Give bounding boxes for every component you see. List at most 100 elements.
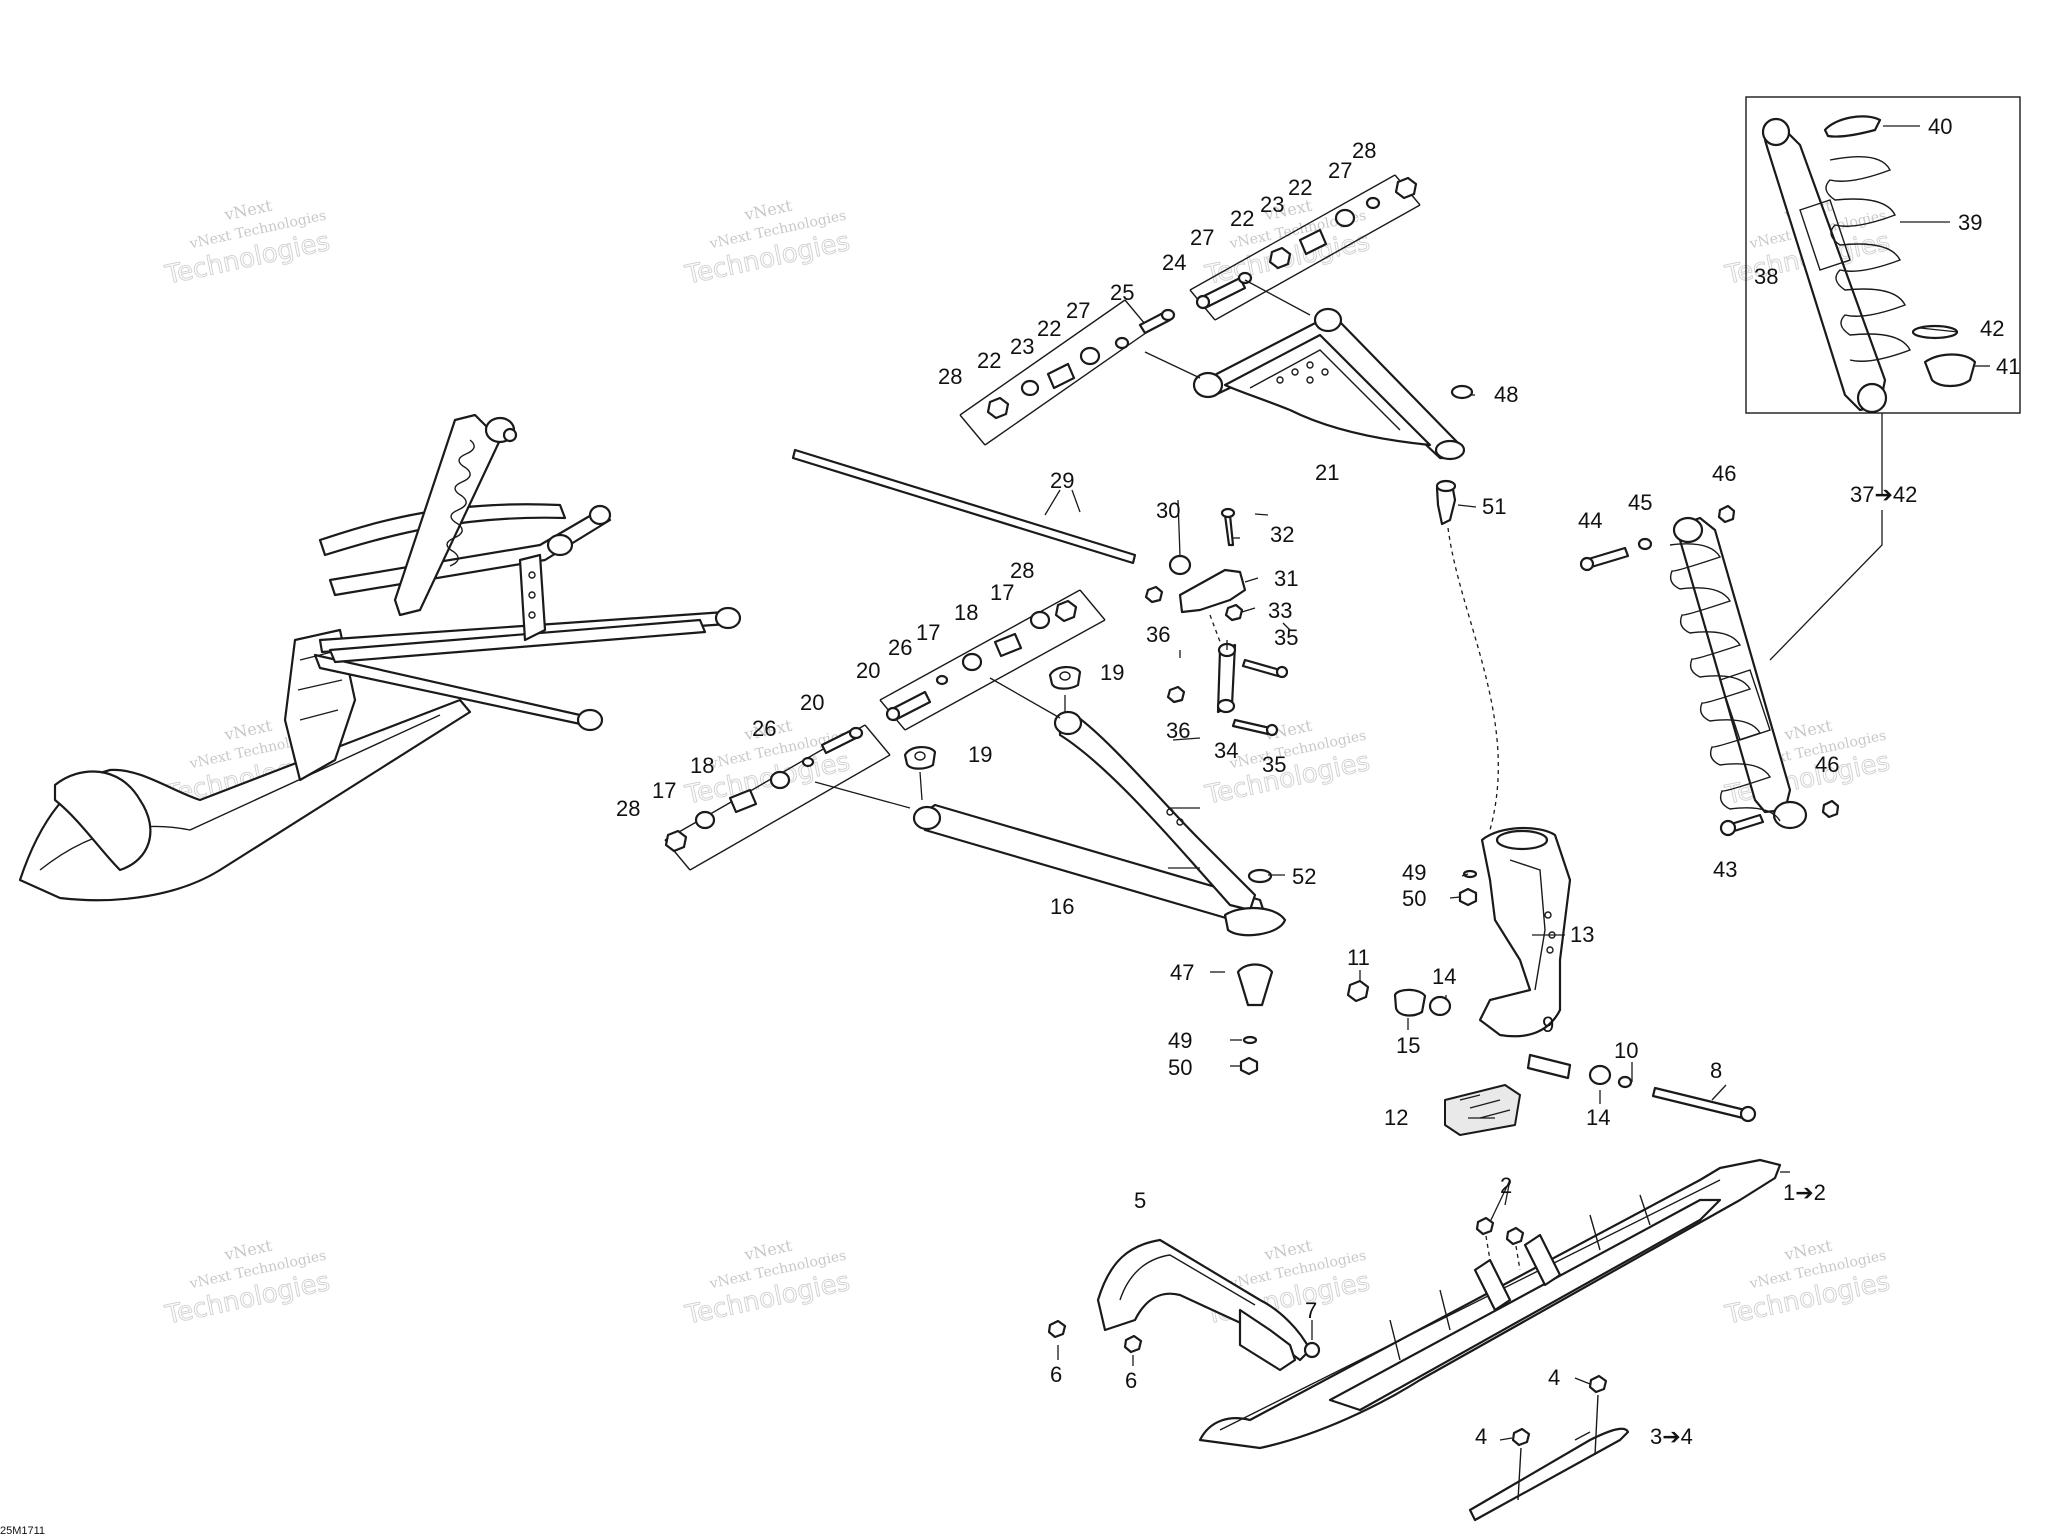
washer-27: [1365, 196, 1381, 210]
nut-36: [1166, 685, 1186, 704]
callout-19: 19: [1100, 660, 1124, 685]
callout-26: 26: [888, 635, 912, 660]
bolt-35: [1231, 718, 1279, 737]
link-34: [1216, 642, 1237, 714]
bolt-20: [885, 690, 932, 722]
callout-33: 33: [1268, 598, 1292, 623]
carbide-4: [1511, 1427, 1531, 1447]
bracket-31: [1178, 568, 1247, 614]
callout-23: 23: [1260, 192, 1284, 217]
callout-44: 44: [1578, 508, 1602, 533]
callout-19: 19: [968, 742, 992, 767]
callout-52: 52: [1292, 864, 1316, 889]
washer-26: [801, 756, 815, 768]
callout-36: 36: [1166, 718, 1190, 743]
callout-29: 29: [1050, 468, 1074, 493]
callout-5: 5: [1134, 1188, 1146, 1213]
washer-14: [1428, 995, 1452, 1017]
callout-27: 27: [1066, 298, 1090, 323]
callout-8: 8: [1710, 1058, 1722, 1083]
drawing-code: 25M1711: [0, 1525, 45, 1536]
callout-17: 17: [990, 580, 1014, 605]
callout-41: 41: [1996, 354, 2020, 379]
callout-28: 28: [1010, 558, 1034, 583]
callout-4: 4: [1475, 1424, 1487, 1449]
callout-21: 21: [1315, 460, 1339, 485]
bumper-19: [903, 746, 937, 770]
bushing-22: [1079, 346, 1101, 366]
nut-22: [1268, 246, 1292, 270]
callout-24: 24: [1162, 250, 1186, 275]
callout-22: 22: [977, 348, 1001, 373]
callout-17: 17: [652, 778, 676, 803]
callout-28: 28: [1352, 138, 1376, 163]
callout-22: 22: [1230, 206, 1254, 231]
callout-12: 12: [1384, 1105, 1408, 1130]
callout-25: 25: [1110, 280, 1134, 305]
bushing-15: [1393, 988, 1427, 1017]
callout-46: 46: [1712, 461, 1736, 486]
callout-27: 27: [1328, 158, 1352, 183]
callout-32: 32: [1270, 522, 1294, 547]
callout-20: 20: [800, 690, 824, 715]
callout-51: 51: [1482, 494, 1506, 519]
callout-34: 34: [1214, 738, 1238, 763]
nut-50: [1458, 887, 1478, 907]
callout-49: 49: [1168, 1028, 1192, 1053]
bolt-32: [1220, 507, 1236, 547]
bolt-43: [1719, 813, 1765, 837]
callout-labels: 1➔2 2 3➔4 4 4 5 6 6 7 8 9 10 11 12 13 14…: [616, 114, 2020, 1449]
callout-43: 43: [1713, 857, 1737, 882]
spindle-group: [1346, 827, 1757, 1136]
bolt-35: [1241, 658, 1289, 679]
callout-6: 6: [1050, 1362, 1062, 1387]
callout-18: 18: [690, 753, 714, 778]
nut-46: [1717, 504, 1736, 524]
nut-46: [1821, 799, 1840, 819]
bolt-6: [1123, 1334, 1143, 1354]
callout-39: 39: [1958, 210, 1982, 235]
washer-26: [935, 674, 949, 686]
nut-2: [1505, 1226, 1525, 1246]
washer-14: [1588, 1064, 1612, 1086]
callout-18: 18: [954, 600, 978, 625]
callout-30: 30: [1156, 498, 1180, 523]
callout-27: 27: [1190, 225, 1214, 250]
sleeve-9: [1526, 1053, 1572, 1080]
bushing-22: [1020, 379, 1040, 397]
callout-35: 35: [1274, 625, 1298, 650]
bolt-24: [1195, 276, 1247, 310]
callout-13: 13: [1570, 922, 1594, 947]
spacer-23: [1298, 228, 1328, 256]
spacer-18: [993, 632, 1023, 658]
callout-36: 36: [1146, 622, 1170, 647]
bolt-25: [1138, 308, 1176, 335]
bolt-44: [1579, 546, 1630, 572]
callout-47: 47: [1170, 960, 1194, 985]
nut-2: [1475, 1216, 1495, 1236]
callout-17: 17: [916, 620, 940, 645]
callout-50: 50: [1402, 886, 1426, 911]
callout-46: 46: [1815, 752, 1839, 777]
callout-16: 16: [1050, 894, 1074, 919]
bushing-30: [1168, 554, 1192, 576]
spacer-18: [728, 788, 758, 814]
callout-45: 45: [1628, 490, 1652, 515]
callout-37: 37➔42: [1850, 482, 1917, 507]
nut-28: [986, 396, 1010, 420]
callout-11: 11: [1347, 945, 1370, 970]
assembled-suspension-illustration: [18, 413, 742, 902]
nut-28: [1054, 599, 1078, 623]
callout-23: 23: [1010, 334, 1034, 359]
callout-6: 6: [1125, 1368, 1137, 1393]
callout-28: 28: [616, 796, 640, 821]
callout-15: 15: [1396, 1033, 1420, 1058]
leader-lines: [1044, 125, 1990, 1441]
pad-12: [1444, 1084, 1521, 1136]
washer-10: [1617, 1075, 1633, 1089]
spacer-23: [1046, 362, 1076, 390]
bushing-22: [1334, 208, 1356, 228]
callout-42: 42: [1980, 316, 2004, 341]
ski-group: [1047, 1158, 1782, 1522]
nut-28: [1394, 176, 1418, 200]
